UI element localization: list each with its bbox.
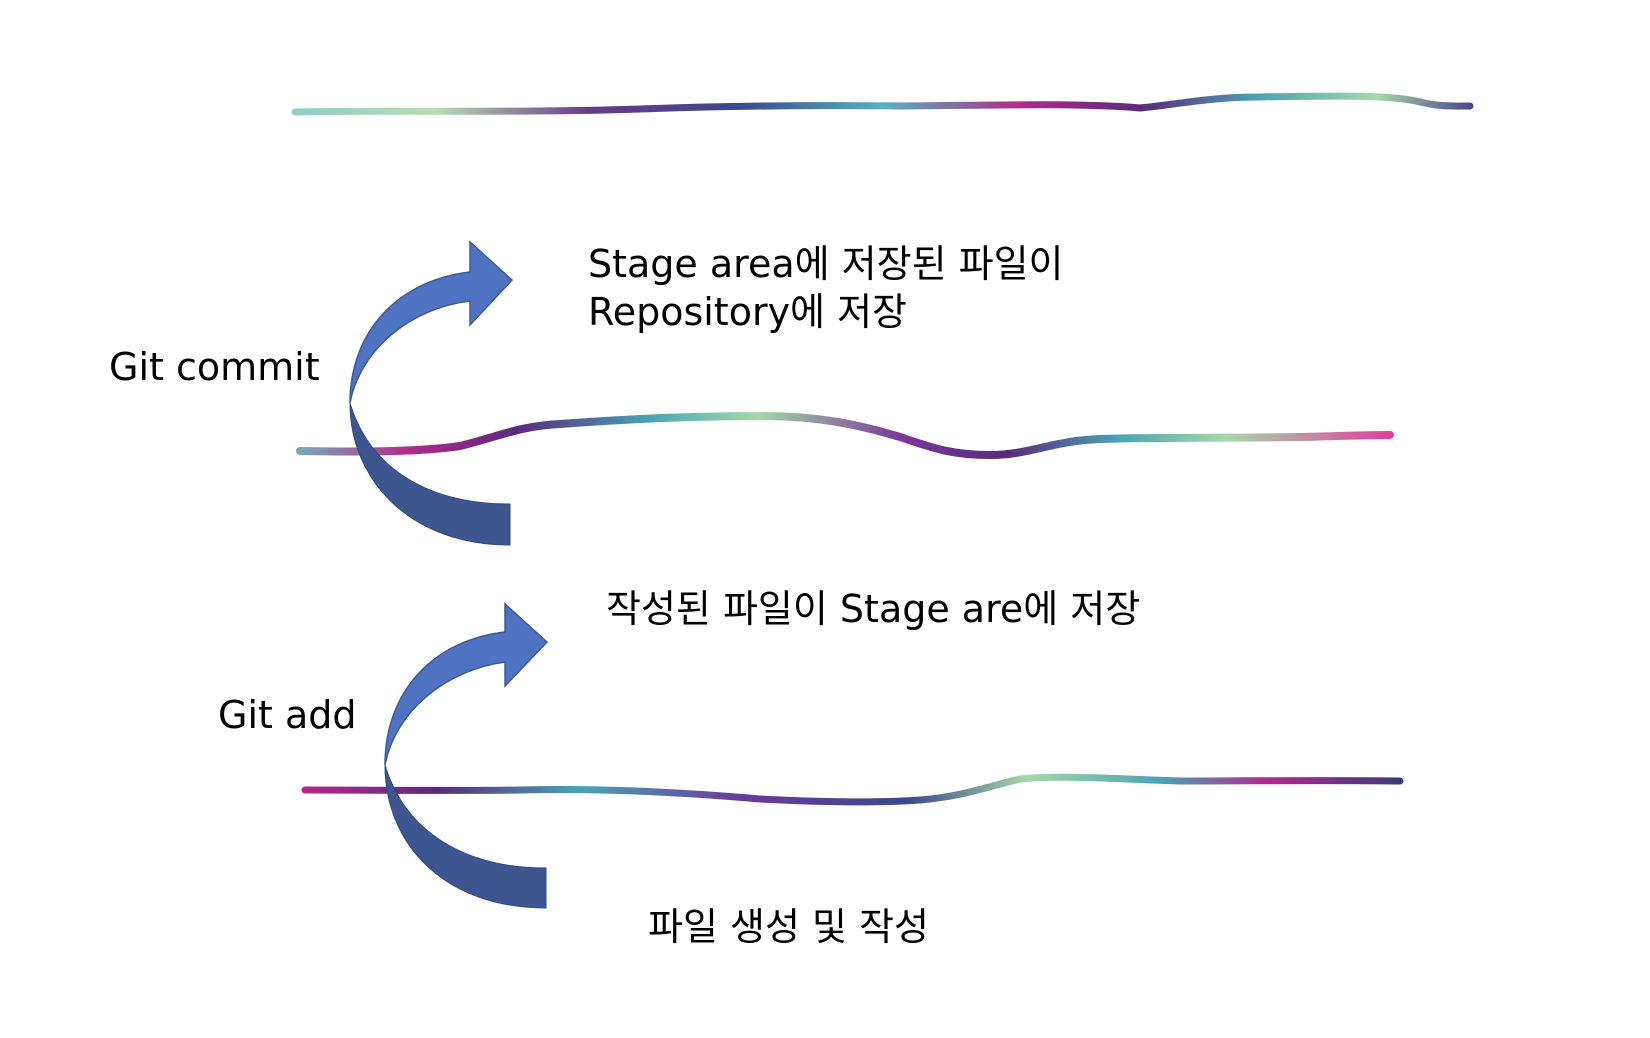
add-arrow-lower-shade: [384, 764, 547, 909]
bottom-timeline-line: [301, 773, 1404, 806]
middle-timeline-line: [296, 411, 1394, 460]
git-add-label: Git add: [218, 693, 357, 737]
add-curved-arrow: [384, 602, 549, 909]
commit-curved-arrow: [349, 240, 514, 546]
commit-arrow-upper-body: [349, 240, 514, 404]
repository-description-line2: Repository에 저장: [588, 290, 908, 334]
create-description: 파일 생성 및 작성: [648, 905, 929, 949]
commit-arrow-lower-shade: [349, 402, 511, 546]
repository-description-line1: Stage area에 저장된 파일이: [588, 242, 1064, 286]
add-arrow-upper-body: [384, 602, 549, 766]
stage-description: 작성된 파일이 Stage are에 저장: [606, 587, 1141, 631]
git-commit-label: Git commit: [109, 345, 320, 389]
repository-description: Stage area에 저장된 파일이 Repository에 저장: [588, 240, 1064, 336]
top-timeline-line: [291, 92, 1474, 116]
